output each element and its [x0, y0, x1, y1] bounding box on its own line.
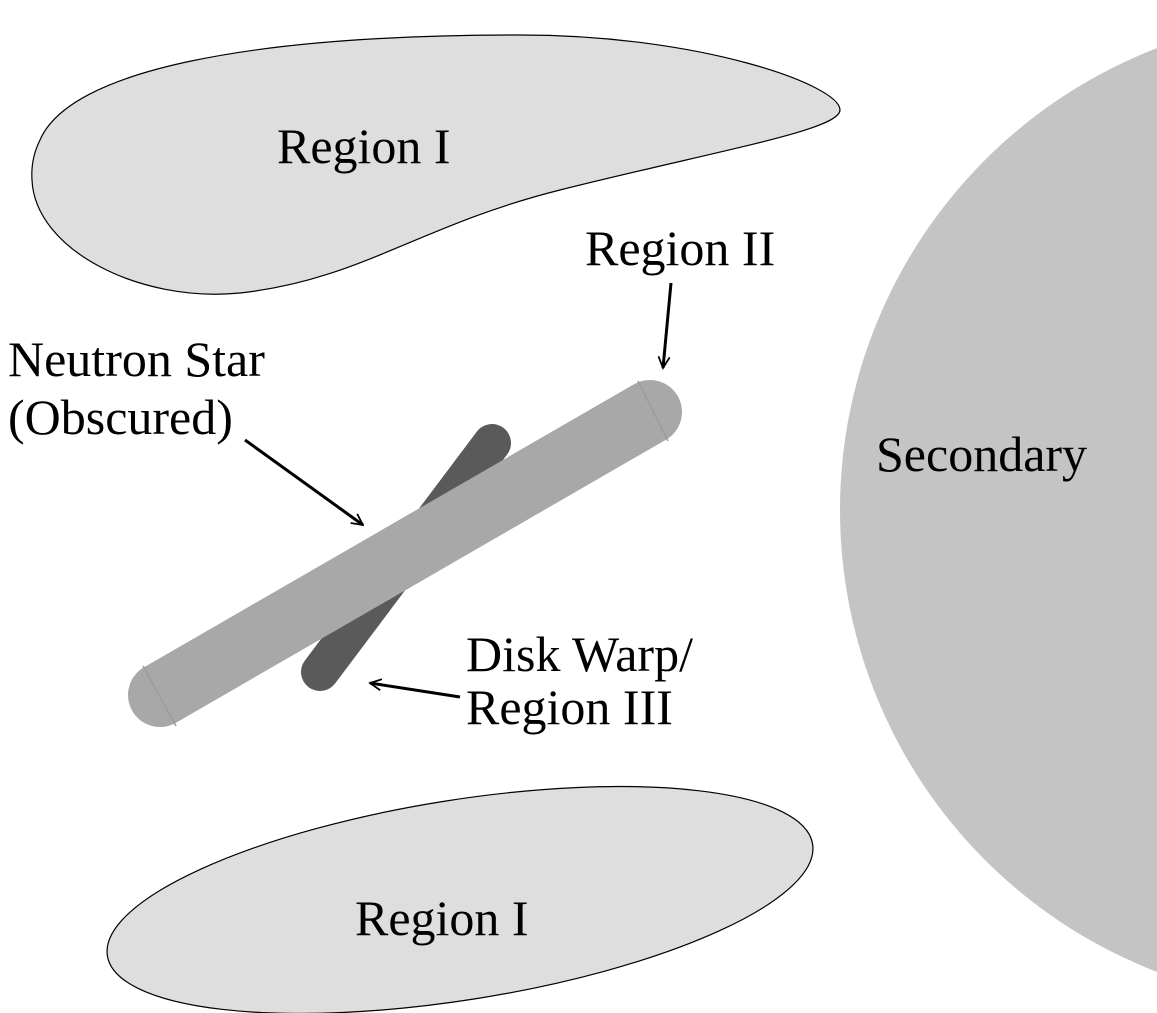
region-ii-arrow — [663, 282, 673, 368]
region-i-top-label: Region I — [277, 118, 451, 174]
neutron-star-arrow — [244, 438, 363, 527]
disk-warp-label-line1: Disk Warp/ — [466, 626, 693, 682]
neutron-star-label-line2: (Obscured) — [8, 389, 233, 445]
region-i-top-lobe — [31, 34, 841, 295]
disk-warp-label-line2: Region III — [466, 679, 673, 735]
region-ii-label: Region II — [585, 220, 775, 276]
secondary-label: Secondary — [876, 426, 1087, 482]
accretion-disk-rod — [128, 380, 682, 727]
neutron-star-label-line1: Neutron Star — [8, 331, 265, 387]
region-i-bottom-lobe — [106, 785, 814, 1013]
secondary-star — [840, 48, 1157, 972]
disk-warp-arrow — [370, 683, 461, 699]
region-i-bottom-label: Region I — [355, 890, 529, 946]
accretion-disk-cap-top — [637, 380, 669, 442]
accretion-disk-cap-bottom — [142, 665, 177, 727]
